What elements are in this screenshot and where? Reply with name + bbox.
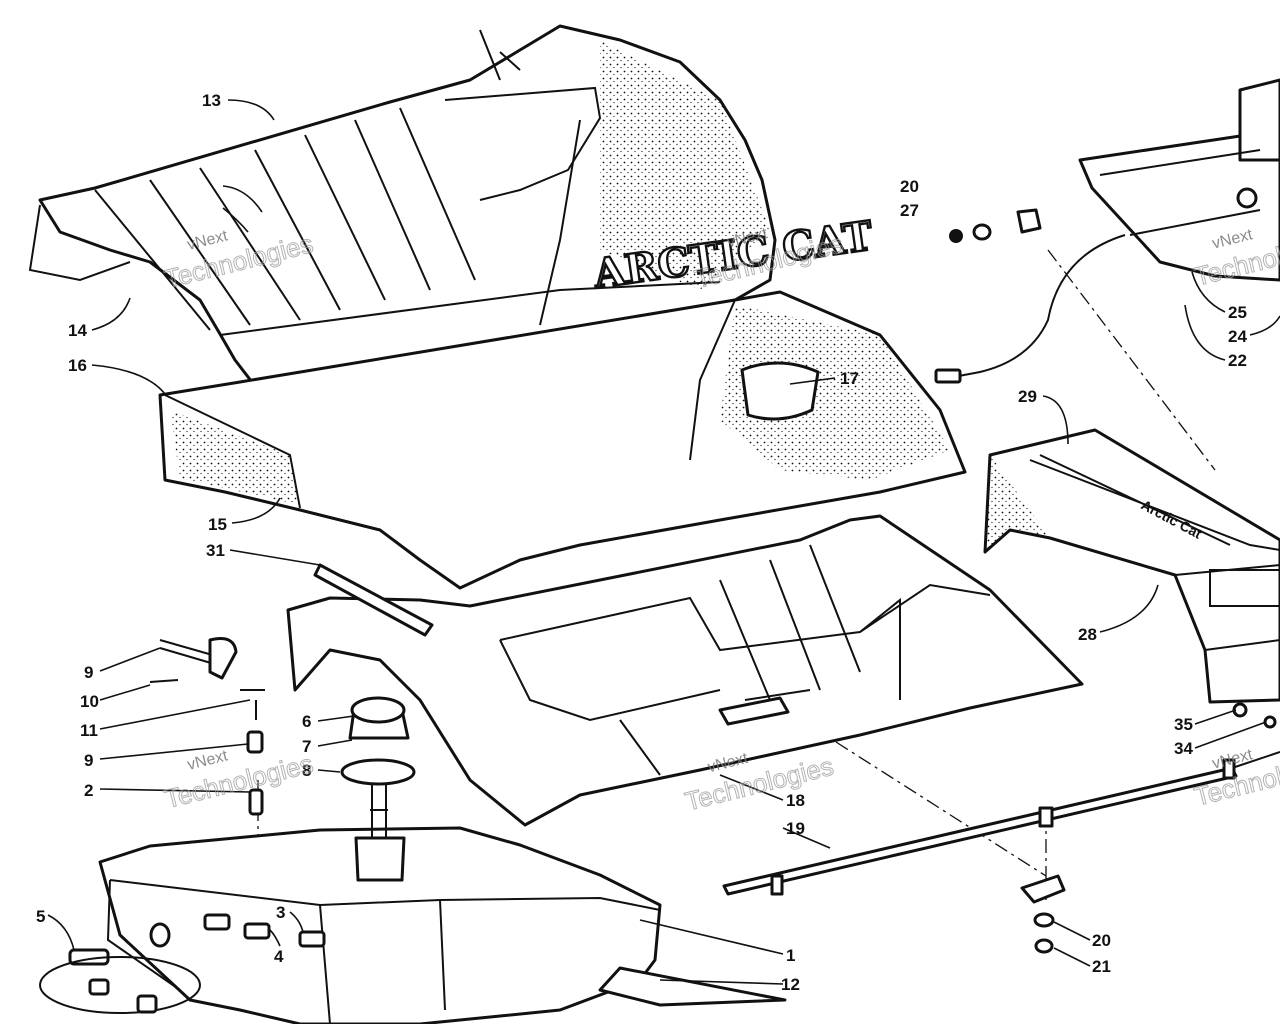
seat-base — [158, 290, 967, 590]
callout-15: 15 — [208, 515, 227, 534]
chassis-tunnel — [286, 514, 1084, 827]
callout-9-bottom: 9 — [84, 751, 93, 770]
callout-21: 21 — [1092, 957, 1111, 976]
rail-31 — [313, 563, 434, 637]
callout-28: 28 — [1078, 625, 1097, 644]
callout-29: 29 — [1018, 387, 1037, 406]
callout-12: 12 — [781, 975, 800, 994]
callout-19: 19 — [786, 819, 805, 838]
seat-cushion — [28, 24, 777, 414]
filler-neck — [354, 836, 406, 882]
fuel-tank — [98, 696, 787, 1024]
callout-35: 35 — [1174, 715, 1193, 734]
gasket-8 — [340, 758, 416, 786]
callout-13: 13 — [202, 91, 221, 110]
fitting-2 — [248, 788, 264, 816]
callout-9-top: 9 — [84, 663, 93, 682]
callout-2: 2 — [84, 781, 93, 800]
callout-5: 5 — [36, 907, 45, 926]
callout-31: 31 — [206, 541, 225, 560]
callout-17: 17 — [840, 369, 859, 388]
callout-22: 22 — [1228, 351, 1247, 370]
callout-20-top: 20 — [900, 177, 919, 196]
callout-4: 4 — [274, 947, 284, 966]
callout-6: 6 — [302, 712, 311, 731]
fuel-line-parts — [39, 637, 326, 1014]
base-right-shading — [720, 305, 950, 480]
callout-25: 25 — [1228, 303, 1247, 322]
watermark-bottom-left: vNext Technologies — [161, 747, 317, 814]
callout-20-bottom: 20 — [1092, 931, 1111, 950]
callout-18: 18 — [786, 791, 805, 810]
tank-pad-12 — [598, 966, 787, 1007]
callout-14: 14 — [68, 321, 87, 340]
taillight-assembly — [934, 78, 1280, 384]
callout-34: 34 — [1174, 739, 1193, 758]
callout-labels: 13 14 16 17 15 31 20 27 25 24 22 29 28 9… — [36, 91, 1247, 994]
rod-19 — [722, 766, 1238, 896]
base-left-shading — [170, 410, 300, 505]
callout-8: 8 — [302, 761, 311, 780]
svg-text:Technologies: Technologies — [162, 748, 317, 814]
callout-27: 27 — [900, 201, 919, 220]
rear-cover: Arctic Cat — [983, 428, 1280, 704]
callout-10: 10 — [80, 692, 99, 711]
vent-17 — [740, 361, 820, 421]
callout-16: 16 — [68, 356, 87, 375]
wire-connector — [934, 368, 962, 384]
callout-7: 7 — [302, 737, 311, 756]
rod-and-hardware — [722, 702, 1280, 954]
leader-lines — [47, 99, 1280, 985]
seat-shading — [600, 40, 770, 290]
callout-11: 11 — [80, 721, 98, 740]
callout-24: 24 — [1228, 327, 1247, 346]
grommet — [1016, 208, 1042, 234]
bracket — [718, 696, 790, 726]
callout-1: 1 — [786, 946, 795, 965]
callout-3: 3 — [276, 903, 285, 922]
